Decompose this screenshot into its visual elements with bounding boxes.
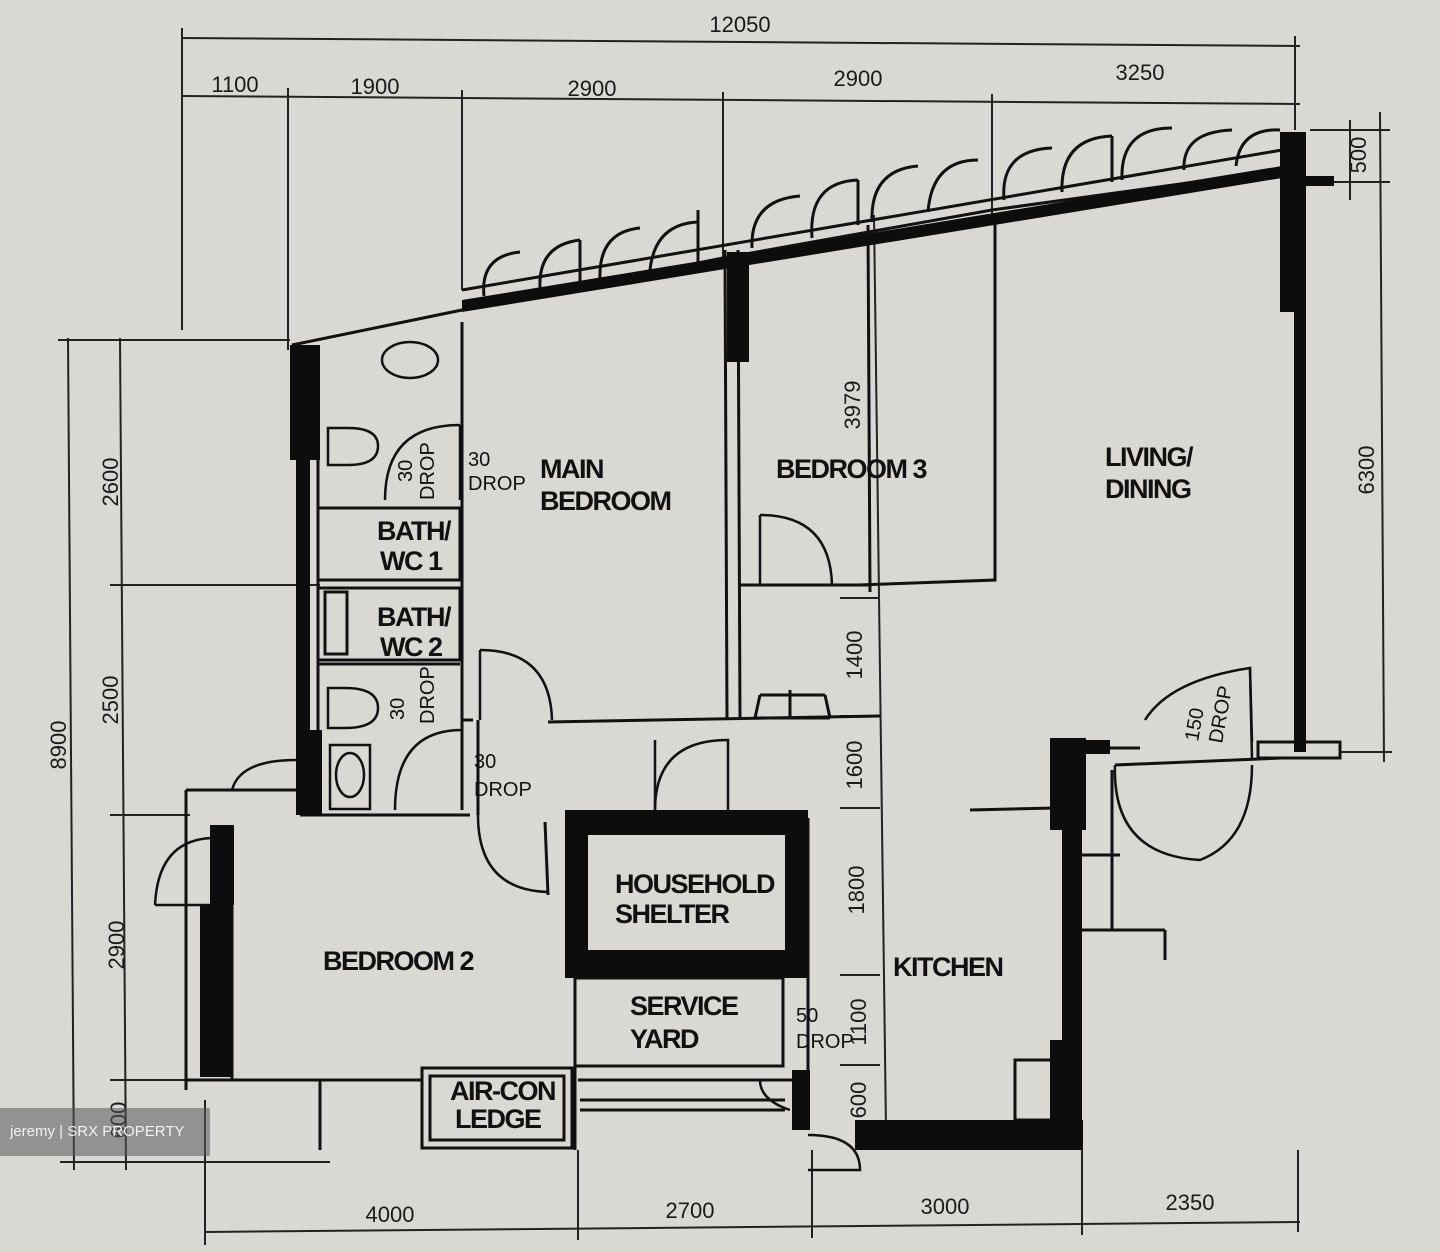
dim-left-3: 2900 — [104, 921, 129, 970]
household-shelter-label-2: SHELTER — [615, 899, 730, 929]
drop-3-text: DROP — [417, 666, 439, 724]
bath2-label-1: BATH/ — [377, 602, 452, 632]
kitchen-label: KITCHEN — [893, 952, 1003, 982]
drop-notes: 30 DROP 30 DROP 30 DROP 30 DROP 50 DROP … — [387, 442, 1237, 1053]
bedroom2-label: BEDROOM 2 — [323, 946, 474, 976]
service-yard-label-2: YARD — [630, 1024, 699, 1054]
drop-1-value: 30 — [395, 460, 417, 482]
living-dining-label-2: DINING — [1105, 474, 1191, 504]
drop-3-value: 30 — [387, 698, 409, 720]
sanitary-fixtures — [326, 340, 440, 811]
structural-walls — [200, 132, 1334, 1150]
drop-2-text: DROP — [468, 473, 526, 495]
dim-col-5: 600 — [846, 1082, 871, 1119]
bath1-label-1: BATH/ — [377, 516, 452, 546]
main-bedroom-label-2: BEDROOM — [540, 486, 671, 516]
drop-5-value: 50 — [796, 1005, 818, 1027]
dim-col-4: 1100 — [846, 998, 871, 1045]
drop-1-text: DROP — [417, 442, 439, 500]
toilet-icon-2 — [326, 686, 380, 730]
dim-bottom-3: 3000 — [921, 1194, 970, 1219]
dim-top-3: 2900 — [568, 76, 617, 101]
dim-left-2: 2500 — [98, 676, 123, 725]
dim-top-2: 1900 — [351, 74, 400, 99]
drop-4-value: 30 — [474, 751, 496, 773]
drop-5-text: DROP — [796, 1031, 854, 1053]
dim-bottom-1: 4000 — [366, 1202, 415, 1227]
drop-4-text: DROP — [474, 779, 532, 801]
dimension-lines — [58, 28, 1392, 1245]
dim-overall-width: 12050 — [709, 12, 770, 37]
bath1-label-2: WC 1 — [380, 546, 443, 576]
dim-bottom-2: 2700 — [666, 1198, 715, 1223]
household-shelter-label-1: HOUSEHOLD — [615, 869, 775, 899]
bay-windows — [461, 126, 1283, 297]
dim-col-1: 1400 — [842, 631, 867, 680]
drop-2-value: 30 — [468, 449, 490, 471]
dim-top-5: 3250 — [1116, 60, 1165, 85]
toilet-icon — [326, 426, 380, 467]
bedroom3-label: BEDROOM 3 — [776, 454, 928, 484]
aircon-ledge-label-2: LEDGE — [455, 1104, 541, 1134]
room-labels: MAIN BEDROOM BEDROOM 3 LIVING/ DINING BA… — [323, 442, 1196, 1134]
interior-walls — [184, 168, 1342, 1150]
dim-col-3: 1800 — [844, 866, 869, 915]
dim-bottom-4: 2350 — [1166, 1190, 1215, 1215]
door-swings — [153, 423, 1254, 1172]
bath2-label-2: WC 2 — [380, 632, 442, 662]
drop-6-value: 150 — [1181, 706, 1208, 743]
dim-bed3-depth: 3979 — [840, 381, 865, 430]
dim-top-4: 2900 — [834, 66, 883, 91]
aircon-ledge-label-1: AIR-CON — [450, 1076, 555, 1106]
dim-left-1: 2600 — [98, 458, 123, 507]
dim-col-2: 1600 — [842, 741, 867, 790]
shower-icon — [334, 751, 366, 799]
dimension-labels: 12050 1100 1900 2900 2900 3250 4000 2700… — [46, 12, 1379, 1227]
living-dining-label-1: LIVING/ — [1105, 442, 1194, 472]
drop-6-text: DROP — [1205, 684, 1237, 745]
main-bedroom-label-1: MAIN — [540, 454, 603, 484]
dim-right: 6300 — [1354, 446, 1379, 495]
sink-icon — [380, 340, 440, 380]
watermark: jeremy | SRX PROPERTY — [0, 1108, 210, 1156]
dim-top-1: 1100 — [211, 72, 258, 97]
service-yard-label-1: SERVICE — [630, 991, 738, 1021]
dim-left-overall: 8900 — [46, 721, 71, 770]
dim-right-top: 500 — [1346, 137, 1371, 174]
